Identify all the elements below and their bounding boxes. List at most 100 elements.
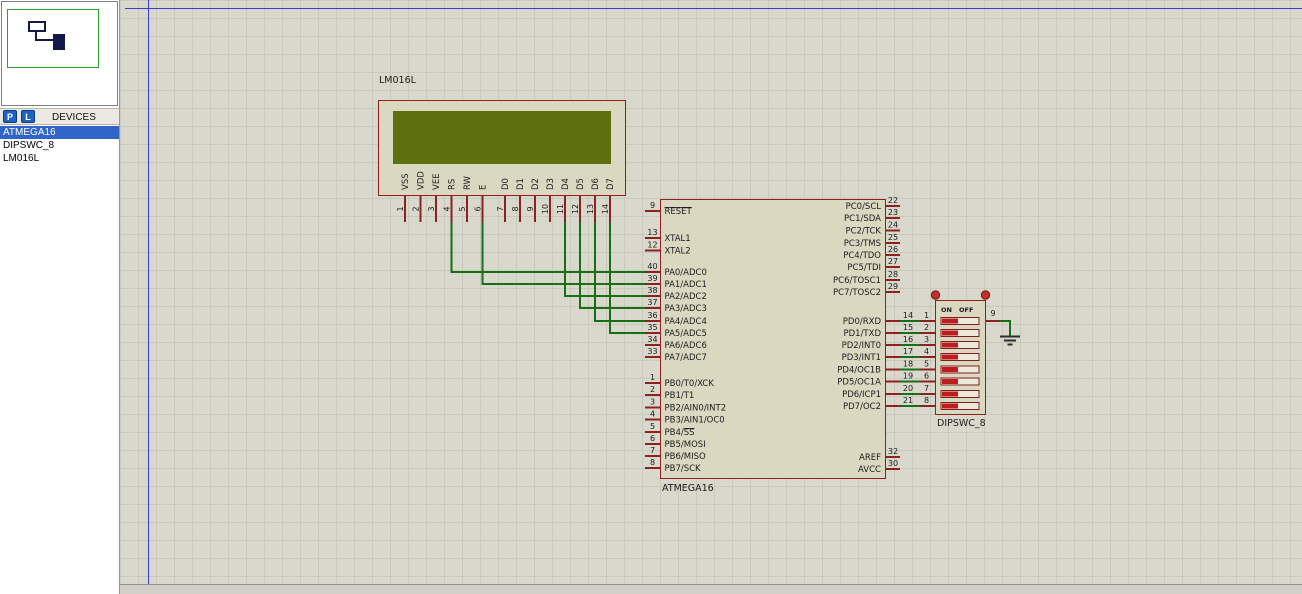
dip-pin-number: 1: [924, 311, 929, 320]
mcu-pin-label: AVCC: [858, 465, 881, 475]
lcd-pin-number: 8: [511, 206, 520, 211]
mcu-pin-label: PC6/TOSC1: [833, 276, 881, 286]
mcu-pin-label: PD0/RXD: [843, 317, 882, 327]
mcu-pin-number: 22: [888, 196, 898, 205]
lcd-pin-number: 9: [526, 206, 535, 211]
mcu-pin-number: 8: [650, 458, 655, 467]
mcu-pin-label: PB4/SS: [665, 428, 695, 438]
mcu-pin-number: 36: [647, 311, 657, 320]
mcu-pin-label: PC2/TCK: [845, 227, 881, 237]
mcu-pin-label: PA4/ADC4: [665, 317, 707, 327]
dip-off-label: OFF: [959, 306, 973, 314]
dip-pin-number: 3: [924, 335, 929, 344]
devices-toolbar: P L DEVICES: [0, 108, 119, 125]
lcd-pin-name: RS: [448, 179, 458, 190]
lcd-pin-number: 3: [427, 206, 436, 211]
dip-switch-actuator-7[interactable]: [942, 391, 958, 396]
mcu-pin-number: 4: [650, 410, 655, 419]
mcu-pin-number: 15: [903, 323, 913, 332]
lcd-pin-name: D7: [606, 178, 616, 190]
mcu-pin-number: 23: [888, 208, 898, 217]
lcd-pin-number: 5: [458, 206, 467, 211]
mcu-atmega16[interactable]: ATMEGA169RESET13XTAL112XTAL240PA0/ADC039…: [645, 196, 913, 494]
mcu-pin-label: PD6/ICP1: [842, 390, 881, 400]
overview-window[interactable]: [1, 1, 118, 106]
mcu-pin-number: 17: [903, 347, 913, 356]
wire-E-PA1[interactable]: [483, 222, 646, 284]
mcu-pin-label: XTAL1: [665, 234, 691, 244]
mcu-pin-label: PD4/OC1B: [837, 366, 881, 376]
mcu-pin-number: 1: [650, 373, 655, 382]
device-list-item-LM016L[interactable]: LM016L: [0, 152, 119, 165]
dip-pin-number: 5: [924, 360, 929, 369]
dip-ref-label: DIPSWC_8: [937, 418, 986, 429]
schematic-sheet[interactable]: LM016LVSS1VDD2VEE3RS4RW5E6D07D18D29D310D…: [120, 0, 1302, 584]
horizontal-scrollbar[interactable]: [120, 584, 1302, 594]
mcu-pin-number: 35: [647, 323, 657, 332]
dip-marker-dot-left: [931, 291, 939, 299]
dip-switch-dipswc8[interactable]: ONOFF123456789DIPSWC_8: [920, 291, 1000, 429]
overview-mini-chip-icon: [53, 34, 65, 50]
lcd-pin-name: E: [479, 185, 489, 190]
wire-dip-ground[interactable]: [1000, 321, 1010, 336]
lcd-pin-name: D6: [591, 178, 601, 190]
lcd-lm016l[interactable]: LM016LVSS1VDD2VEE3RS4RW5E6D07D18D29D310D…: [379, 75, 626, 222]
lcd-pin-number: 11: [556, 204, 565, 214]
dip-switch-actuator-3[interactable]: [942, 342, 958, 347]
left-panel: P L DEVICES ATMEGA16DIPSWC_8LM016L: [0, 0, 120, 594]
mcu-pin-number: 30: [888, 459, 898, 468]
dip-switch-actuator-8[interactable]: [942, 403, 958, 408]
lcd-pin-name: VDD: [417, 171, 427, 190]
wire-RS-PA0[interactable]: [452, 222, 646, 272]
mcu-pin-number: 24: [888, 221, 898, 230]
lcd-pin-name: D0: [501, 178, 511, 190]
mcu-pin-number: 7: [650, 446, 655, 455]
lcd-pin-number: 4: [443, 206, 452, 211]
dip-switch-actuator-4[interactable]: [942, 354, 958, 359]
library-button[interactable]: L: [21, 110, 35, 123]
lcd-pin-name: D2: [531, 178, 541, 190]
mcu-pin-label: PA0/ADC0: [665, 268, 707, 278]
mcu-pin-label: PB0/T0/XCK: [665, 379, 715, 389]
schematic-canvas[interactable]: LM016LVSS1VDD2VEE3RS4RW5E6D07D18D29D310D…: [120, 0, 1302, 584]
dip-switch-actuator-1[interactable]: [942, 318, 958, 323]
ground-symbol[interactable]: [1000, 337, 1020, 345]
mcu-pin-number: 37: [647, 298, 657, 307]
dip-pin-number: 6: [924, 372, 929, 381]
lcd-ref-label: LM016L: [379, 75, 417, 86]
dip-pin-number: 7: [924, 384, 929, 393]
mcu-pin-number: 12: [647, 241, 657, 250]
lcd-pin-number: 6: [474, 206, 483, 211]
dip-marker-dot-right: [981, 291, 989, 299]
dip-switch-actuator-2[interactable]: [942, 330, 958, 335]
mcu-pin-label: PA2/ADC2: [665, 292, 707, 302]
mcu-pin-number: 6: [650, 434, 655, 443]
mcu-pin-number: 32: [888, 447, 898, 456]
dip-pin-number: 8: [924, 396, 929, 405]
device-list-item-DIPSWC_8[interactable]: DIPSWC_8: [0, 139, 119, 152]
mcu-pin-label: PB7/SCK: [665, 464, 702, 474]
dip-switch-actuator-6[interactable]: [942, 379, 958, 384]
dip-switch-actuator-5[interactable]: [942, 367, 958, 372]
mcu-pin-number: 5: [650, 422, 655, 431]
mcu-pin-number: 39: [647, 274, 657, 283]
lcd-pin-number: 2: [412, 206, 421, 211]
wire-D7-PA5[interactable]: [610, 222, 645, 333]
lcd-pin-number: 7: [496, 206, 505, 211]
pick-devices-button[interactable]: P: [3, 110, 17, 123]
overview-sheet-outline: [7, 9, 99, 68]
mcu-pin-label: PD5/OC1A: [837, 378, 881, 388]
mcu-pin-label: PA3/ADC3: [665, 304, 707, 314]
mcu-pin-number: 13: [647, 228, 657, 237]
mcu-pin-label: PB1/T1: [665, 391, 695, 401]
mcu-pin-label: XTAL2: [665, 247, 691, 257]
mcu-pin-number: 19: [903, 372, 913, 381]
mcu-pin-number: 20: [903, 384, 913, 393]
mcu-pin-number: 16: [903, 335, 913, 344]
mcu-pin-number: 2: [650, 385, 655, 394]
mcu-pin-label: PC5/TDI: [847, 263, 881, 273]
mcu-pin-label: PD2/INT0: [842, 341, 881, 351]
mcu-pin-number: 25: [888, 233, 898, 242]
overview-mini-lcd-icon: [28, 21, 46, 32]
device-list-item-ATMEGA16[interactable]: ATMEGA16: [0, 126, 119, 139]
